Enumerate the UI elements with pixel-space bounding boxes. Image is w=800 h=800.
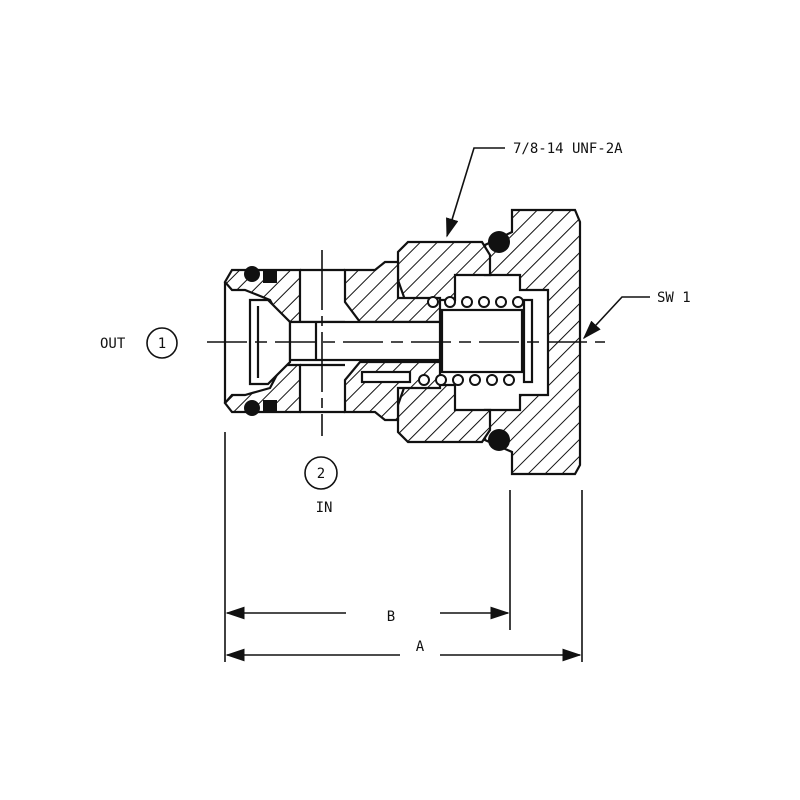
poppet	[248, 298, 292, 386]
switch-callout: SW 1	[657, 290, 691, 306]
thread-callout: 7/8-14 UNF-2A	[513, 141, 623, 157]
dimension-a-label: A	[416, 639, 425, 655]
body-nose	[223, 268, 302, 324]
dimension-b-label: B	[387, 609, 395, 625]
in-port-number: 2	[317, 466, 325, 482]
port-1-circle	[146, 327, 178, 359]
out-port-label: OUT	[100, 336, 126, 352]
spring	[418, 296, 524, 386]
switch-leader	[582, 296, 650, 340]
in-port-label: IN	[316, 500, 333, 516]
threaded-collar	[396, 240, 492, 302]
body-middle	[343, 260, 442, 324]
port-2-circle	[304, 456, 338, 490]
stem	[288, 320, 442, 362]
o-rings	[244, 231, 510, 451]
piston	[440, 308, 524, 374]
out-port-number: 1	[158, 336, 166, 352]
thread-leader	[446, 147, 505, 238]
